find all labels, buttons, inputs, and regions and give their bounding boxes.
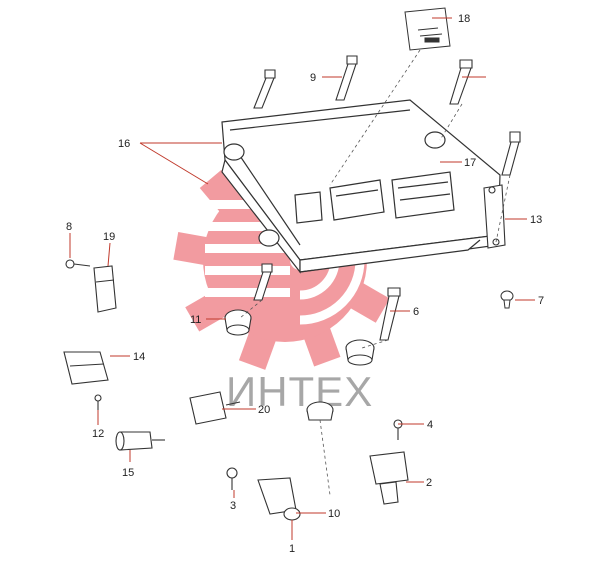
- assembly-lines: [239, 49, 511, 496]
- sensor-19: [65, 259, 117, 313]
- sensor-1: [226, 467, 301, 521]
- callout-labels: 18 9 16 17 13 8 19 7 11 6 14 20 4 12 15 …: [66, 13, 544, 555]
- callout-14: 14: [133, 351, 145, 363]
- callout-16: 16: [118, 138, 130, 150]
- callout-9: 9: [310, 72, 316, 84]
- bracket: [483, 184, 506, 249]
- callout-8: 8: [66, 221, 72, 233]
- callout-19: 19: [103, 231, 115, 243]
- callout-17: 17: [464, 157, 476, 169]
- callout-10: 10: [328, 508, 340, 520]
- callout-11: 11: [190, 314, 201, 326]
- callout-20: 20: [258, 404, 270, 416]
- sensor-20: [189, 391, 241, 425]
- mounting-bolts: [253, 55, 521, 176]
- sensor-14: [63, 351, 109, 410]
- bolt-left: [253, 263, 273, 301]
- callout-12: 12: [92, 428, 104, 440]
- callout-15: 15: [122, 467, 134, 479]
- callout-4: 4: [427, 419, 433, 431]
- label-plate: [404, 7, 451, 51]
- callout-6: 6: [413, 306, 419, 318]
- callout-13: 13: [530, 214, 542, 226]
- callout-18: 18: [458, 13, 470, 25]
- callout-2: 2: [426, 477, 432, 489]
- callout-3: 3: [230, 500, 236, 512]
- callout-1: 1: [289, 543, 295, 555]
- watermark-text: ИНТЕХ: [226, 368, 373, 415]
- sensor-15: [115, 431, 165, 451]
- grommets: [224, 309, 375, 421]
- callout-7: 7: [538, 295, 544, 307]
- screw-7: [500, 290, 514, 309]
- leader-lines: [69, 17, 535, 540]
- sensor-2: [369, 419, 409, 505]
